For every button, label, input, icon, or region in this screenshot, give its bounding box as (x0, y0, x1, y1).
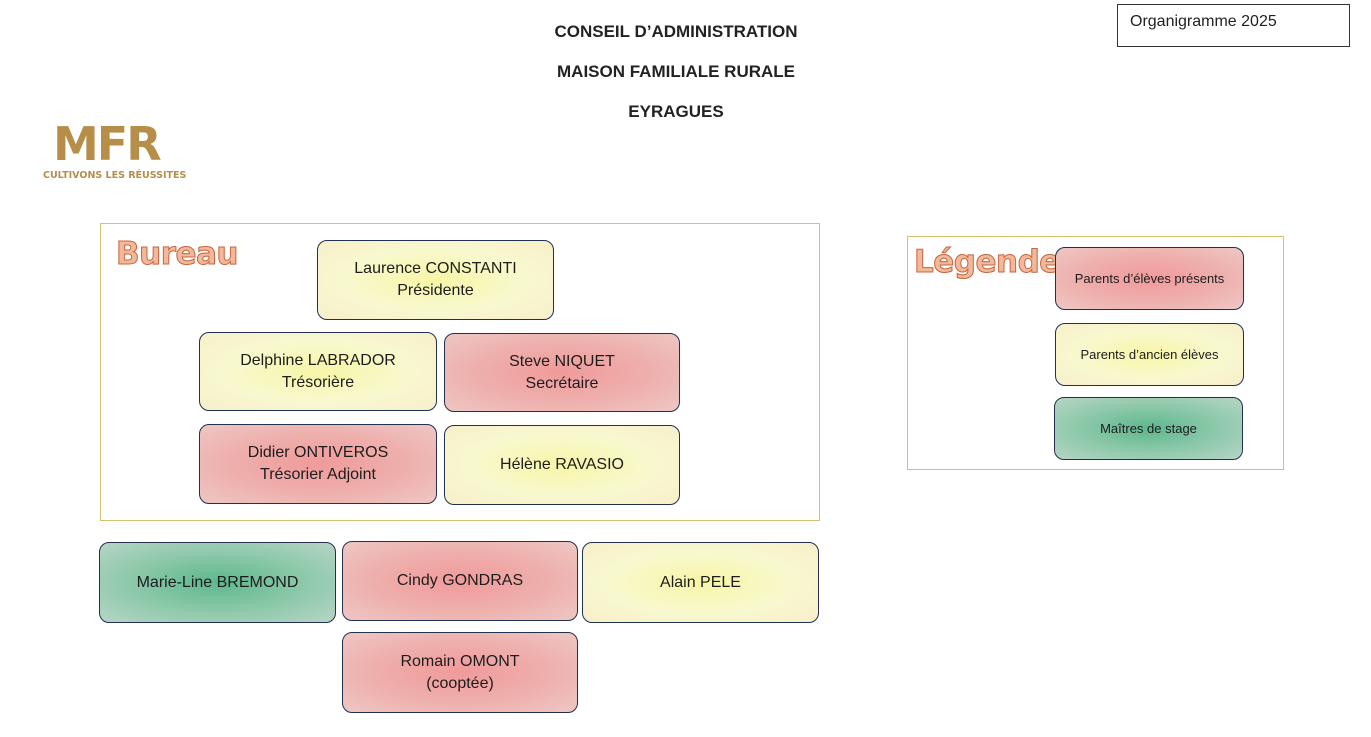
member-role: Trésorière (281, 373, 355, 391)
legend-item-parents-presents: Parents d’élèves présents (1055, 247, 1244, 310)
member-name: Alain PELE (660, 573, 741, 591)
member-name: Marie-Line BREMOND (136, 573, 299, 591)
legend-item-maitres-stage: Maîtres de stage (1054, 397, 1243, 460)
logo-tagline: CULTIVONS LES RÉUSSITES (43, 170, 187, 181)
member-box-tresoriere: Delphine LABRADOR Trésorière (199, 332, 437, 411)
member-role: Présidente (397, 282, 474, 299)
member-box-pele: Alain PELE (582, 542, 819, 623)
member-name: Cindy GONDRAS (396, 572, 524, 589)
member-name: Delphine LABRADOR (240, 351, 396, 369)
member-box-secretaire: Steve NIQUET Secrétaire (444, 333, 680, 412)
title-line-1: CONSEIL D’ADMINISTRATION (554, 22, 798, 41)
member-name: Laurence CONSTANTI (354, 260, 517, 277)
member-box-ravasio: Hélène RAVASIO (444, 425, 680, 505)
legend-label: Maîtres de stage (1100, 420, 1197, 436)
member-role: Secrétaire (525, 374, 599, 392)
member-box-tresorier-adjoint: Didier ONTIVEROS Trésorier Adjoint (199, 424, 437, 504)
year-tag: Organigramme 2025 (1117, 4, 1350, 47)
member-name: Hélène RAVASIO (500, 456, 624, 473)
member-name: Steve NIQUET (509, 352, 615, 370)
legend-frame (907, 236, 1284, 470)
title-line-2: MAISON FAMILIALE RURALE (557, 62, 795, 81)
member-box-omont: Romain OMONT (cooptée) (342, 632, 578, 713)
title-line-3: EYRAGUES (628, 102, 724, 121)
member-name: Didier ONTIVEROS (247, 444, 389, 461)
legend-label: Parents d’ancien élèves (1080, 346, 1219, 362)
member-box-presidente: Laurence CONSTANTI Présidente (317, 240, 554, 320)
legend-item-parents-anciens: Parents d’ancien élèves (1055, 323, 1244, 386)
member-role: (cooptée) (426, 674, 494, 692)
legend-heading: Légende (914, 244, 1061, 281)
bureau-heading: Bureau (116, 236, 240, 273)
member-box-gondras: Cindy GONDRAS (342, 541, 578, 621)
member-box-bremond: Marie-Line BREMOND (99, 542, 336, 623)
logo-mark: MFR (53, 117, 162, 171)
bureau-frame (100, 223, 820, 521)
legend-label: Parents d’élèves présents (1074, 270, 1225, 286)
member-role: Trésorier Adjoint (260, 466, 376, 483)
mfr-logo: MFR CULTIVONS LES RÉUSSITES (43, 120, 213, 182)
member-name: Romain OMONT (400, 652, 520, 670)
